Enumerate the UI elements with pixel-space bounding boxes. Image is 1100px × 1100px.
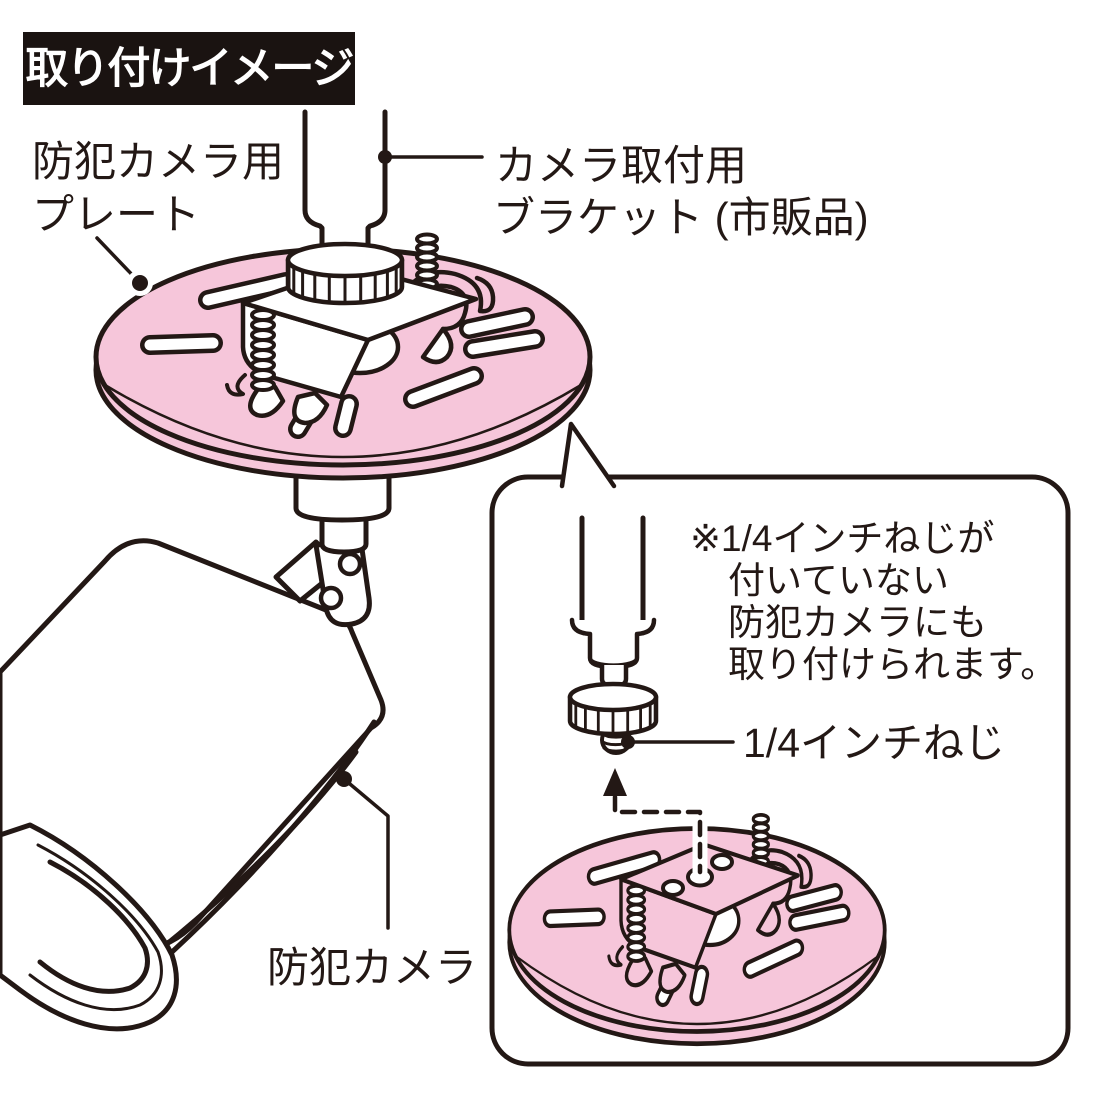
screw-label-text: 1/4インチねじ (743, 720, 1005, 766)
note-line1: ※1/4インチねじが (690, 518, 994, 559)
knurled-nut (285, 241, 405, 306)
inset-pole (569, 515, 657, 689)
bracket-label: カメラ取付用 ブラケット (市販品) (378, 142, 869, 241)
bracket-label-line2: ブラケット (市販品) (493, 194, 869, 241)
page-title: 取り付けイメージ (25, 45, 353, 93)
inset-screw-label: 1/4インチねじ (621, 720, 1005, 766)
note-line4: 取り付けられます。 (728, 644, 1057, 685)
note-line3: 防犯カメラにも (728, 602, 987, 643)
title-background (23, 32, 355, 105)
plate-label: 防犯カメラ用 プレート (32, 138, 284, 296)
camera-label: 防犯カメラ (267, 771, 477, 991)
bracket-label-line1: カメラ取付用 (495, 142, 747, 189)
leader-dot-plate (132, 275, 148, 291)
camera-lens-hood (0, 822, 179, 1032)
plate-label-line2: プレート (32, 191, 200, 238)
callout-pointer (559, 421, 617, 489)
clevis-hole-bottom (318, 585, 344, 611)
inset-dashed-path (612, 794, 703, 875)
clevis-hole-top (337, 551, 363, 577)
leader-line-camera (342, 777, 390, 930)
note-line2: 付いていない (728, 560, 949, 601)
knob-top (567, 681, 659, 713)
camera-bracket-pole (302, 109, 388, 259)
camera-label-text: 防犯カメラ (267, 944, 477, 991)
neck-small (319, 511, 369, 555)
inset-note: ※1/4インチねじが 付いていない 防犯カメラにも 取り付けられます。 (690, 518, 1057, 685)
inset-up-arrow (603, 768, 627, 796)
knurling-ticks (287, 262, 403, 303)
security-camera (0, 538, 386, 1032)
plate-label-line1: 防犯カメラ用 (32, 138, 284, 185)
knurling-ticks-inset (569, 699, 657, 734)
inset-callout-box: ※1/4インチねじが 付いていない 防犯カメラにも 取り付けられます。 1/4イ… (489, 421, 1071, 1067)
title-box: 取り付けイメージ (23, 32, 356, 105)
